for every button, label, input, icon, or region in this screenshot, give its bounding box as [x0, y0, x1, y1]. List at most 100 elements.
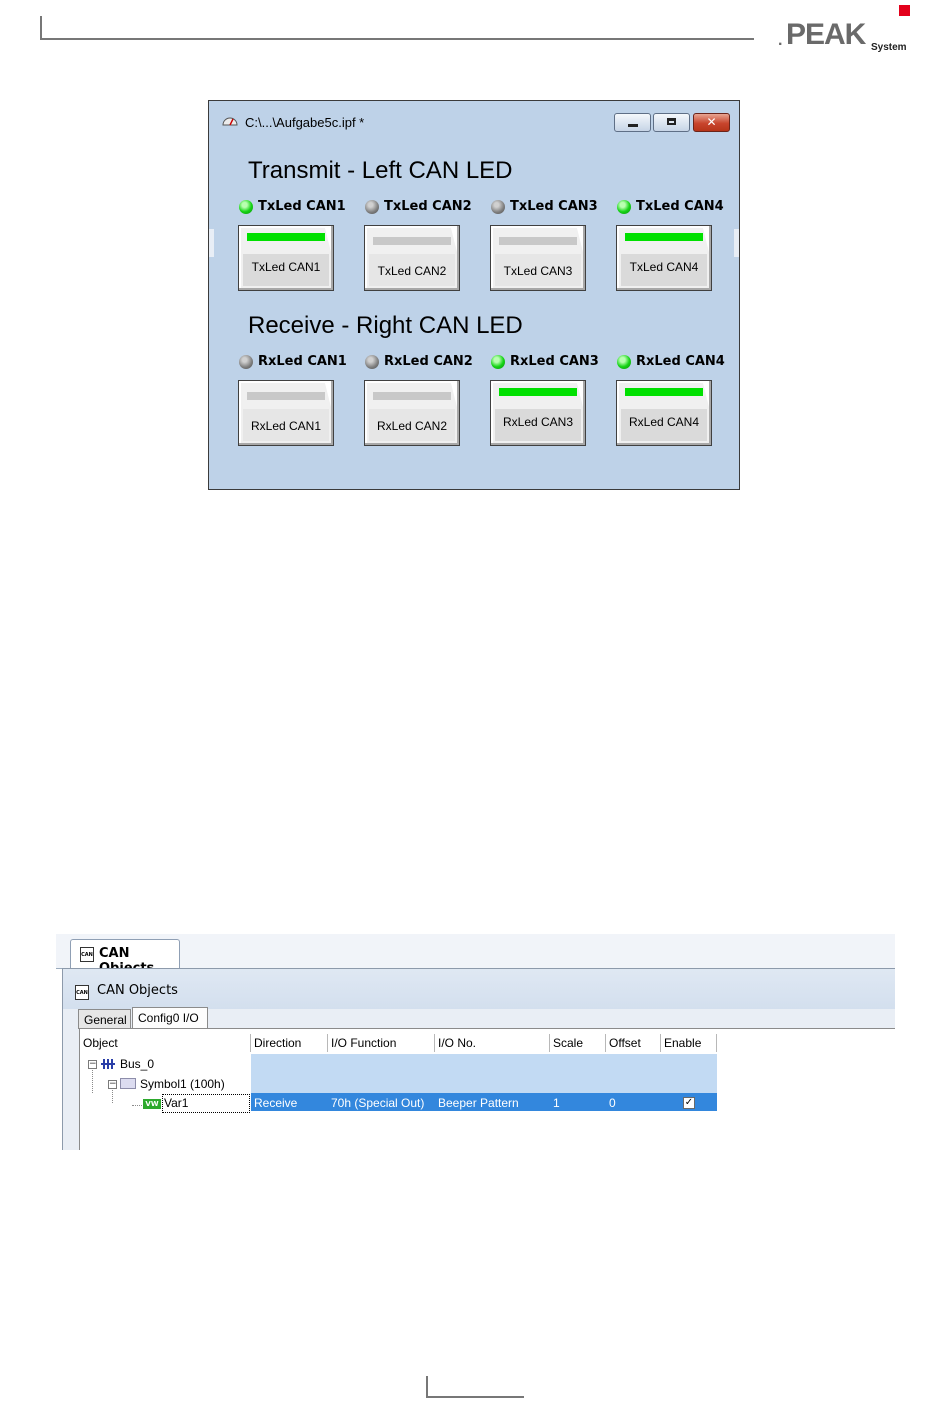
tx-can3-button-label: TxLed CAN3	[503, 264, 573, 278]
tree-node-variable[interactable]: Var1	[164, 1096, 189, 1110]
maximize-button[interactable]	[653, 113, 690, 132]
cell-direction[interactable]: Receive	[254, 1096, 298, 1110]
minimize-button[interactable]	[614, 113, 651, 132]
column-header-object[interactable]: Object	[80, 1034, 251, 1052]
rx-can2-toggle-button[interactable]: RxLed CAN2	[364, 380, 460, 446]
left-edge-notch	[209, 229, 214, 257]
tx-can1-button-label: TxLed CAN1	[251, 260, 321, 274]
button-face	[495, 409, 581, 441]
document-tab-strip: CAN CAN Objects	[56, 934, 895, 976]
tx-led-can4-label: TxLed CAN4	[636, 199, 724, 214]
window-title: C:\...\Aufgabe5c.ipf *	[245, 115, 365, 130]
tab-general[interactable]: General	[78, 1009, 131, 1029]
rx-can4-button-label: RxLed CAN4	[628, 415, 700, 429]
button-curl	[577, 383, 583, 407]
tx-can3-button-indicator-bar	[499, 237, 577, 245]
tree-connector	[92, 1065, 93, 1093]
peak-system-logo: . PEAK System	[778, 5, 918, 56]
tx-can3-toggle-button[interactable]: TxLed CAN3	[490, 225, 586, 291]
tx-can2-toggle-button[interactable]: TxLed CAN2	[364, 225, 460, 291]
tx-led-can2-indicator	[365, 200, 379, 214]
can-objects-window: CAN CAN Objects CAN CAN Objects General …	[56, 934, 895, 1150]
logo-word: PEAK	[786, 18, 866, 51]
button-curl	[577, 228, 583, 252]
variable-name-focus	[162, 1094, 250, 1113]
window-titlebar[interactable]: C:\...\Aufgabe5c.ipf * ✕	[209, 101, 739, 147]
tx-can1-button-indicator-bar	[247, 233, 325, 241]
can-icon: CAN	[80, 947, 94, 962]
tree-node-bus[interactable]: Bus_0	[120, 1057, 155, 1071]
close-button[interactable]: ✕	[693, 113, 730, 132]
rx-led-can2-indicator	[365, 355, 379, 369]
receive-heading: Receive - Right CAN LED	[248, 312, 523, 339]
selected-row-highlight[interactable]	[251, 1093, 717, 1111]
rx-led-can1-label: RxLed CAN1	[258, 354, 347, 369]
rx-can1-toggle-button[interactable]: RxLed CAN1	[238, 380, 334, 446]
cell-offset[interactable]: 0	[609, 1096, 616, 1110]
rx-led-can2-label: RxLed CAN2	[384, 354, 473, 369]
tree-connector	[132, 1105, 144, 1106]
tx-can1-toggle-button[interactable]: TxLed CAN1	[238, 225, 334, 291]
rx-can1-button-label: RxLed CAN1	[250, 419, 322, 433]
logo-dot: .	[778, 32, 783, 49]
collapse-bus-icon[interactable]: −	[88, 1059, 97, 1069]
button-curl	[325, 383, 331, 407]
tx-can4-button-label: TxLed CAN4	[629, 260, 699, 274]
logo-subtitle: System	[871, 42, 907, 53]
tx-can4-toggle-button[interactable]: TxLed CAN4	[616, 225, 712, 291]
button-face	[243, 254, 329, 286]
tree-node-symbol[interactable]: Symbol1 (100h)	[140, 1077, 225, 1091]
enable-checkbox[interactable]: ✓	[683, 1097, 695, 1109]
minimize-icon	[628, 124, 638, 127]
logo-red-square	[899, 5, 910, 16]
cell-io-no[interactable]: Beeper Pattern	[438, 1096, 519, 1110]
button-face	[369, 409, 455, 441]
column-header-scale[interactable]: Scale	[550, 1034, 606, 1052]
rx-led-can4-indicator	[617, 355, 631, 369]
tab-config0-io[interactable]: Config0 I/O	[132, 1007, 208, 1029]
button-curl	[451, 228, 457, 252]
rx-can3-toggle-button[interactable]: RxLed CAN3	[490, 380, 586, 446]
tree-connector	[112, 1085, 113, 1103]
button-face	[621, 409, 707, 441]
column-header-io-function[interactable]: I/O Function	[328, 1034, 435, 1052]
rx-can2-button-indicator-bar	[373, 392, 451, 400]
button-curl	[703, 383, 709, 407]
tx-led-can3-label: TxLed CAN3	[510, 199, 598, 214]
column-header-enable[interactable]: Enable	[661, 1034, 717, 1052]
tx-can4-button-indicator-bar	[625, 233, 703, 241]
message-envelope-icon	[120, 1078, 136, 1089]
transmit-heading: Transmit - Left CAN LED	[248, 157, 513, 184]
rx-led-can3-label: RxLed CAN3	[510, 354, 599, 369]
cell-scale[interactable]: 1	[553, 1096, 560, 1110]
button-curl	[325, 228, 331, 252]
column-header-io-no[interactable]: I/O No.	[435, 1034, 550, 1052]
tx-led-can1-indicator	[239, 200, 253, 214]
right-edge-notch	[734, 229, 739, 257]
tx-led-can4-indicator	[617, 200, 631, 214]
pane-title: CAN Objects	[97, 983, 178, 998]
tx-led-can2-label: TxLed CAN2	[384, 199, 472, 214]
io-config-grid: Object Direction I/O Function I/O No. Sc…	[79, 1028, 895, 1150]
tx-led-can1-label: TxLed CAN1	[258, 199, 346, 214]
rx-can4-button-indicator-bar	[625, 388, 703, 396]
can-objects-document-tab[interactable]: CAN CAN Objects	[70, 939, 180, 976]
maximize-icon	[667, 118, 676, 125]
tx-can2-button-label: TxLed CAN2	[377, 264, 447, 278]
column-header-direction[interactable]: Direction	[251, 1034, 328, 1052]
page-header-rule	[40, 16, 754, 40]
tree-group-highlight	[251, 1054, 717, 1093]
can-icon: CAN	[75, 985, 89, 1000]
cell-io-function[interactable]: 70h (Special Out)	[331, 1096, 425, 1110]
button-curl	[451, 383, 457, 407]
rx-led-row: RxLed CAN1 RxLed CAN2 RxLed CAN3 RxLed C…	[209, 353, 739, 373]
button-face	[621, 254, 707, 286]
collapse-symbol-icon[interactable]: −	[108, 1079, 117, 1089]
button-face	[243, 409, 329, 441]
tx-led-row: TxLed CAN1 TxLed CAN2 TxLed CAN3 TxLed C…	[209, 198, 739, 218]
button-face	[495, 254, 581, 286]
page-footer-rule	[426, 1376, 524, 1398]
button-curl	[703, 228, 709, 252]
column-header-offset[interactable]: Offset	[606, 1034, 661, 1052]
rx-can4-toggle-button[interactable]: RxLed CAN4	[616, 380, 712, 446]
